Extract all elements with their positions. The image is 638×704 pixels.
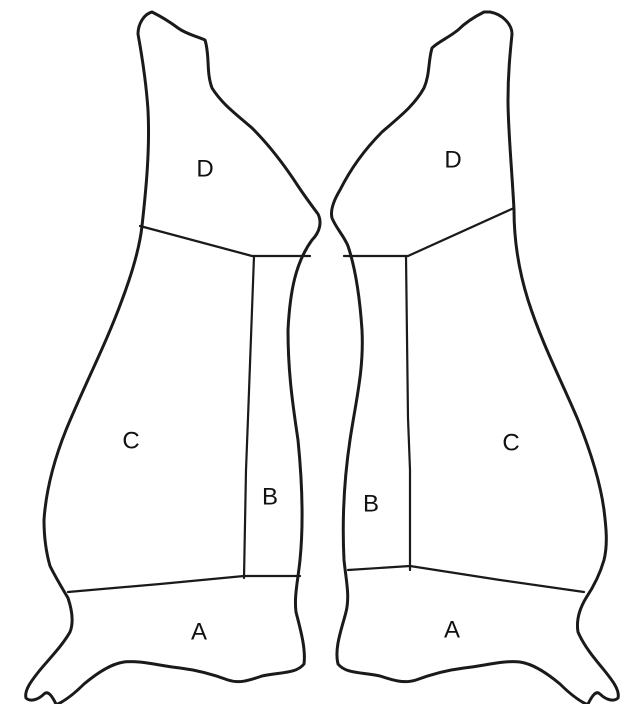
right-line-d-c [344,208,514,256]
left-label-a: A [191,618,207,645]
left-label-b: B [262,483,278,510]
right-half-outline [331,12,618,704]
right-line-b-right [406,256,410,570]
right-label-c: C [502,429,519,456]
right-half-carcass: D C B A [331,12,618,704]
left-half-outline [26,12,320,704]
left-half-carcass: D C B A [26,12,320,704]
right-label-a: A [444,616,460,643]
left-line-d-c [140,226,310,256]
right-line-c-a [348,566,584,592]
left-label-c: C [122,427,139,454]
left-label-d: D [196,155,213,182]
left-line-c-a [68,576,300,592]
right-label-b: B [363,490,379,517]
right-label-d: D [444,146,461,173]
left-line-b-left [244,256,254,578]
